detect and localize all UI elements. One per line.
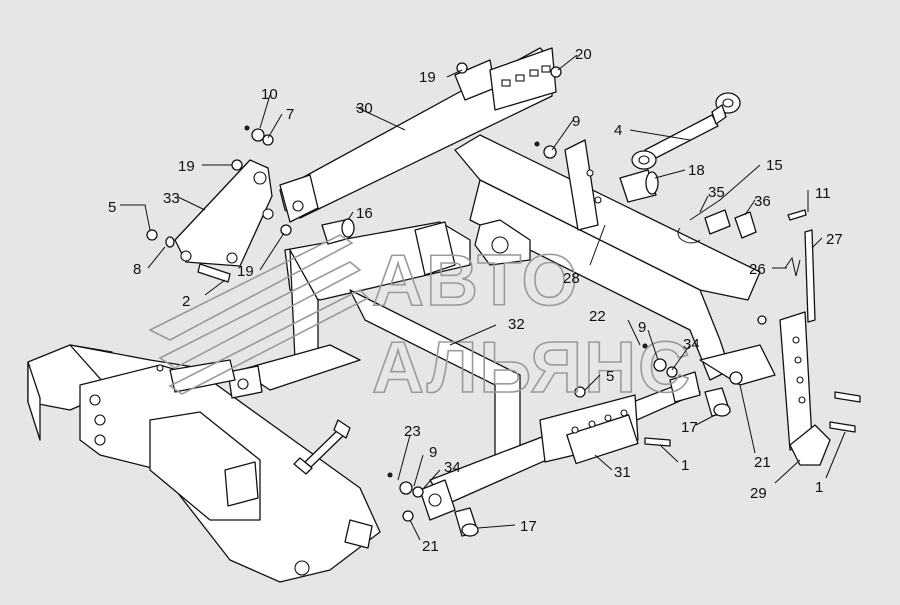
callout-19a: 19 bbox=[419, 69, 436, 86]
callout-35: 35 bbox=[708, 184, 725, 201]
callout-1b: 1 bbox=[815, 479, 823, 496]
callout-11: 11 bbox=[815, 185, 831, 202]
top-link bbox=[631, 92, 741, 170]
callout-1a: 1 bbox=[681, 457, 689, 474]
callout-27: 27 bbox=[826, 231, 843, 248]
callout-28: 28 bbox=[563, 270, 580, 287]
callout-26: 26 bbox=[749, 261, 766, 278]
callout-31: 31 bbox=[614, 464, 631, 481]
callout-18: 18 bbox=[688, 162, 705, 179]
callout-30: 30 bbox=[356, 100, 373, 117]
leader-lines bbox=[120, 54, 846, 541]
callout-8: 8 bbox=[133, 261, 141, 278]
callout-29: 29 bbox=[750, 485, 767, 502]
drawbar bbox=[419, 371, 701, 521]
callout-34b: 34 bbox=[444, 459, 461, 476]
callout-9b: 9 bbox=[638, 319, 646, 336]
callout-19c: 19 bbox=[237, 263, 254, 280]
watermark-line1: АВТО bbox=[372, 241, 579, 321]
callout-20: 20 bbox=[575, 46, 592, 63]
callout-17b: 17 bbox=[520, 518, 537, 535]
callout-9a: 9 bbox=[572, 113, 580, 130]
callout-21a: 21 bbox=[754, 454, 771, 471]
callout-5a: 5 bbox=[108, 199, 116, 216]
callout-9c: 9 bbox=[429, 444, 437, 461]
callout-16: 16 bbox=[356, 205, 373, 222]
callout-10: 10 bbox=[261, 86, 278, 103]
callout-15: 15 bbox=[766, 157, 783, 174]
callout-33: 33 bbox=[163, 190, 180, 207]
callout-17a: 17 bbox=[681, 419, 698, 436]
callout-19b: 19 bbox=[178, 158, 195, 175]
bracket-plate bbox=[174, 159, 274, 267]
callout-23: 23 bbox=[404, 423, 421, 440]
callout-22: 22 bbox=[589, 308, 606, 325]
callout-7: 7 bbox=[286, 106, 294, 123]
watermark-line2: АЛЬЯНС bbox=[372, 328, 692, 408]
hook-plate bbox=[779, 209, 831, 466]
rear-cross-frame bbox=[454, 134, 776, 386]
callout-36: 36 bbox=[754, 193, 771, 210]
callout-21b: 21 bbox=[422, 538, 439, 555]
callout-4: 4 bbox=[614, 122, 622, 139]
callout-34a: 34 bbox=[683, 336, 700, 353]
upper-link-arm bbox=[279, 47, 557, 223]
frame-bolt bbox=[293, 419, 351, 475]
callout-5b: 5 bbox=[606, 368, 614, 385]
tractor-frame bbox=[27, 344, 381, 583]
fasteners bbox=[146, 62, 861, 522]
callout-2: 2 bbox=[182, 293, 190, 310]
callout-labels: 19 20 30 10 7 19 5 33 8 2 19 16 9 4 18 1… bbox=[108, 46, 843, 555]
lock-clip bbox=[677, 209, 757, 244]
callout-32: 32 bbox=[508, 316, 525, 333]
